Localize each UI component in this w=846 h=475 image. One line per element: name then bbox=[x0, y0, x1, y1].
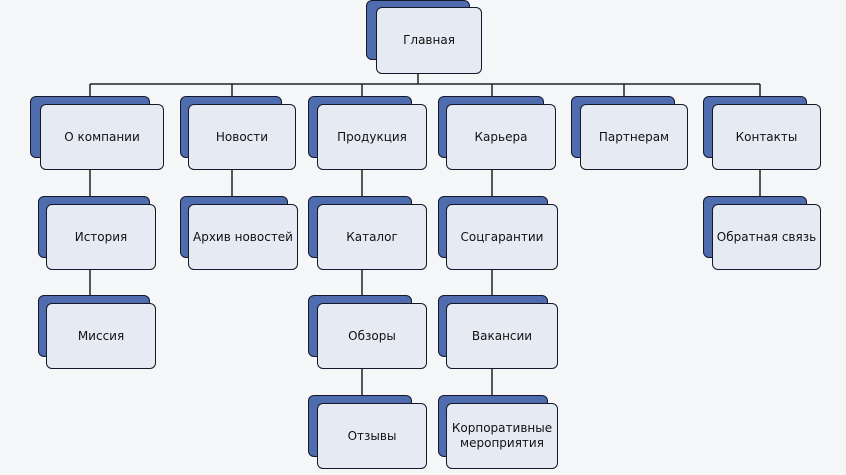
node-feedback-reviews-label: Отзывы bbox=[317, 403, 427, 469]
node-products-label: Продукция bbox=[317, 104, 427, 170]
node-news-archive-label: Архив новостей bbox=[188, 204, 298, 270]
node-catalog-label: Каталог bbox=[317, 204, 427, 270]
node-news-label: Новости bbox=[188, 104, 296, 170]
node-career-label: Карьера bbox=[446, 104, 556, 170]
node-partners-label: Партнерам bbox=[580, 104, 688, 170]
node-mission-label: Миссия bbox=[46, 303, 156, 369]
node-root-label: Главная bbox=[376, 7, 482, 74]
node-corporate-events-label: Корпоративные мероприятия bbox=[446, 403, 558, 469]
node-reviews-label: Обзоры bbox=[317, 303, 427, 369]
node-history-label: История bbox=[46, 204, 156, 270]
node-vacancies-label: Вакансии bbox=[446, 303, 558, 369]
node-social-guarantees-label: Соцгарантии bbox=[446, 204, 558, 270]
node-feedback-label: Обратная связь bbox=[712, 204, 821, 270]
node-contacts-label: Контакты bbox=[712, 104, 821, 170]
node-about-label: О компании bbox=[40, 104, 164, 170]
